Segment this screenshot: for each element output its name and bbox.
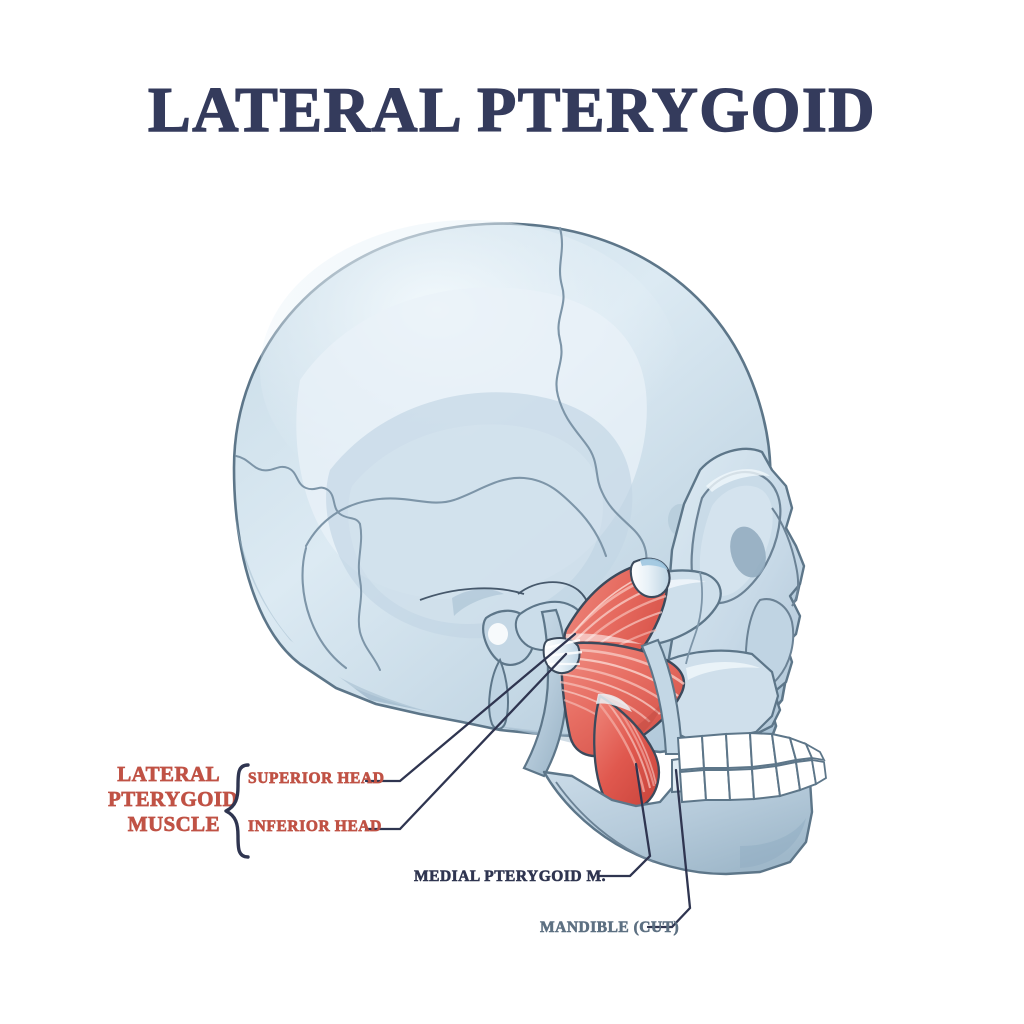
lambdoid-suture [235,455,361,525]
temporal-line-shade [348,424,603,625]
tooth-highlights [685,737,743,790]
ramus-contour-line [555,781,655,863]
lateral-pterygoid-muscle-label: LATERAL PTERYGOID MUSCLE [108,762,239,836]
label-line-3: MUSCLE [127,811,220,836]
label-line-2: PTERYGOID [108,786,239,811]
supraorbital-highlight [706,469,770,492]
inferior-head-label: INFERIOR HEAD [248,818,382,836]
zygomatic-root-line [419,587,525,601]
inter-head-cleft [566,633,642,644]
coronal-suture [555,226,648,568]
leader-mandible-cut [646,768,692,929]
leader-medial-pterygoid [598,762,652,878]
squamous-suture-lower [301,546,348,670]
styloid-process [488,657,509,730]
squamous-suture [304,476,608,558]
mandible-cut-label: MANDIBLE (CUT) [540,919,680,937]
maxilla-highlight [686,662,760,680]
leader-superior-head [364,632,577,783]
petrous-shadow [452,589,504,616]
orbital-fissure [730,526,766,578]
mandible-angle-shadow [740,818,806,868]
lambdoid-suture-lower [357,523,381,671]
grouping-brace [224,763,250,859]
medial-pterygoid-label: MEDIAL PTERYGOID M. [414,868,606,886]
label-line-1: LATERAL [117,762,220,787]
superior-head-tendon-stripe [640,558,668,570]
medial-pterygoid-top-tendon [596,693,632,712]
teeth-group [676,731,827,804]
page-title: LATERAL PTERYGOID [147,74,876,145]
leader-inferior-head [364,652,568,831]
superior-head-label: SUPERIOR HEAD [248,770,385,788]
leader-lines-group [364,632,692,929]
nasal-ridge [771,507,800,607]
external-acoustic-meatus [488,623,508,645]
zygomaticomaxillary-suture [685,571,703,665]
